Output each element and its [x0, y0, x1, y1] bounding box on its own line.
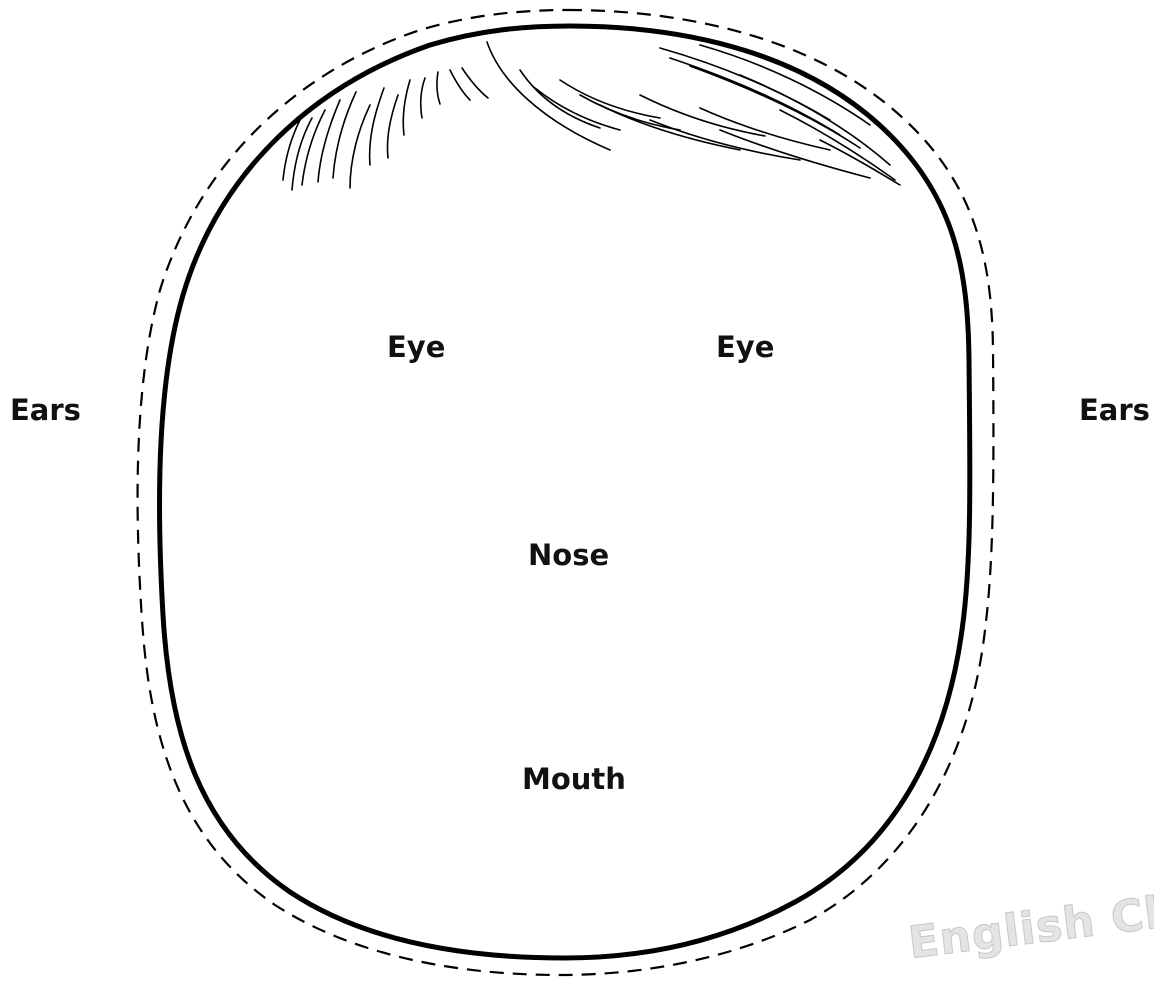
eye-left-label: Eye: [387, 333, 445, 362]
nose-label: Nose: [528, 541, 609, 570]
mouth-label: Mouth: [522, 765, 626, 794]
hair-strokes-left: [283, 68, 488, 190]
ear-left-label: Ears: [10, 396, 81, 425]
ear-right-label: Ears: [1079, 396, 1150, 425]
eye-right-label: Eye: [716, 333, 774, 362]
dashed-cut-line: [138, 10, 994, 975]
hair-strokes-right: [487, 42, 900, 185]
head-outline: [160, 26, 970, 958]
